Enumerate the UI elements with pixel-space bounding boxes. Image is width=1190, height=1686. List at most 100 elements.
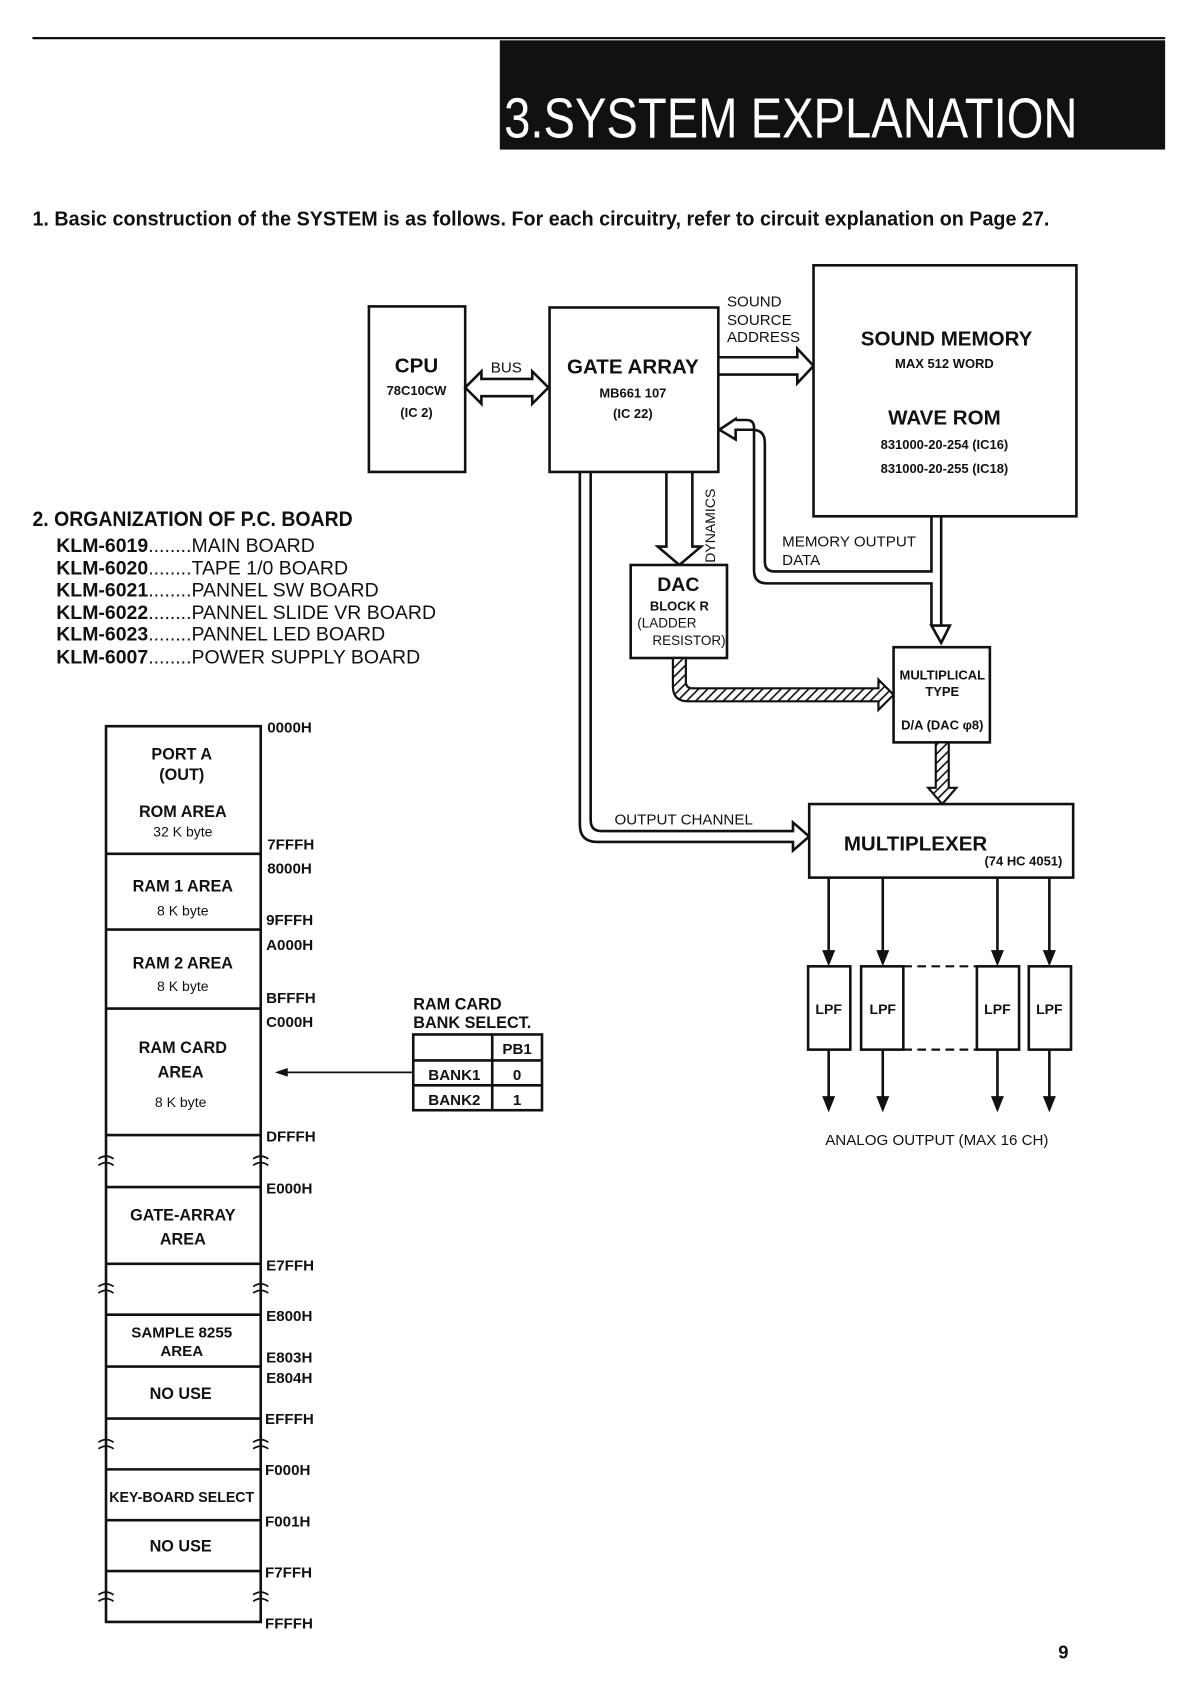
bank-value: 0 — [513, 1067, 521, 1084]
port-a-label: PORT A — [151, 746, 212, 764]
port-out-label: (OUT) — [159, 766, 204, 784]
multiplical-line2: TYPE — [925, 684, 959, 699]
section-1-text: 1. Basic construction of the SYSTEM is a… — [32, 207, 1049, 230]
bank-select-title-1: RAM CARD — [413, 996, 502, 1014]
bank-select-header: PB1 — [502, 1041, 531, 1058]
gate-array-area-label-1: GATE-ARRAY — [130, 1207, 236, 1225]
sound-memory-title: SOUND MEMORY — [861, 327, 1033, 350]
address-label: 0000H — [267, 720, 312, 737]
address-arrow — [718, 345, 816, 387]
gate-array-part: MB661 107 — [599, 385, 666, 400]
gate-array-area-label-2: AREA — [160, 1230, 206, 1248]
memory-output-pipe — [716, 416, 952, 646]
multiplical-line1: MULTIPLICAL — [900, 668, 986, 683]
cpu-part: 78C10CW — [387, 383, 448, 398]
sample-area-label-2: AREA — [160, 1343, 203, 1360]
wave-rom-2: 831000-20-255 (IC18) — [881, 461, 1009, 476]
address-label: FFFFH — [265, 1615, 313, 1632]
dac-block: DAC BLOCK R (LADDER RESISTOR) — [629, 563, 729, 660]
bank-select-arrowhead — [274, 1068, 288, 1077]
bank-name: BANK1 — [428, 1067, 480, 1084]
board-name: ........PANNEL SW BOARD — [148, 579, 378, 601]
lpf-2 — [859, 965, 905, 1051]
gate-array-block: GATE ARRAY MB661 107 (IC 22) — [548, 306, 720, 474]
svg-text:KLM-6021........PANNEL SW BOAR: KLM-6021........PANNEL SW BOARD — [56, 579, 378, 601]
dac-output-arrow — [671, 656, 896, 713]
ram1-size: 8 K byte — [157, 902, 209, 918]
board-code: KLM-6022 — [56, 602, 148, 624]
multiplical-block: MULTIPLICAL TYPE D/A (DAC φ8) — [892, 645, 992, 744]
dynamics-arrow — [654, 471, 705, 567]
wave-rom-1: 831000-20-254 (IC16) — [881, 437, 1009, 452]
svg-text:KLM-6023........PANNEL LED BOA: KLM-6023........PANNEL LED BOARD — [56, 624, 385, 646]
ram2-size: 8 K byte — [157, 978, 209, 994]
multiplical-line3: D/A (DAC φ8) — [901, 717, 983, 732]
sound-memory-block: SOUND MEMORY MAX 512 WORD WAVE ROM 83100… — [812, 264, 1078, 518]
section-2-heading: 2. ORGANIZATION OF P.C. BOARD — [32, 506, 352, 531]
page-number: 9 — [1058, 1642, 1068, 1663]
board-code: KLM-6020 — [56, 558, 148, 580]
address-label: 8000H — [267, 860, 312, 877]
address-label: C000H — [266, 1014, 313, 1031]
bank-value: 1 — [513, 1092, 521, 1109]
break-marks — [97, 1155, 269, 1603]
address-label: E800H — [266, 1308, 312, 1325]
board-code: KLM-6021 — [56, 579, 148, 601]
sound-source-address-line1: SOUND — [727, 293, 782, 310]
board-name: ........MAIN BOARD — [148, 535, 315, 557]
ram1-area-label: RAM 1 AREA — [133, 878, 234, 896]
board-code: KLM-6007 — [56, 646, 148, 668]
dac-line1: BLOCK R — [650, 598, 710, 613]
no-use-label-2: NO USE — [150, 1538, 212, 1556]
lpf-group: LPF LPF LPF LPF — [806, 877, 1073, 1113]
ram2-area-label: RAM 2 AREA — [133, 954, 234, 972]
lpf-1 — [806, 965, 852, 1051]
board-name: ........POWER SUPPLY BOARD — [148, 646, 420, 668]
sound-source-address-line2: SOURCE — [727, 312, 792, 329]
svg-text:KLM-6007........POWER SUPPLY B: KLM-6007........POWER SUPPLY BOARD — [56, 646, 420, 668]
board-name: ........PANNEL SLIDE VR BOARD — [148, 602, 436, 624]
address-label: 7FFFH — [267, 836, 314, 853]
board-list: KLM-6019........MAIN BOARD KLM-6020.....… — [56, 535, 436, 668]
board-name: ........TAPE 1/0 BOARD — [148, 558, 348, 580]
address-label: EFFFH — [265, 1411, 314, 1428]
dac-title: DAC — [657, 574, 699, 596]
address-label: F000H — [265, 1462, 310, 1479]
sample-area-label-1: SAMPLE 8255 — [131, 1324, 232, 1341]
cpu-block: CPU 78C10CW (IC 2) — [367, 305, 467, 474]
wave-rom-title: WAVE ROM — [888, 406, 1001, 429]
memory-output-label-1: MEMORY OUTPUT — [782, 534, 916, 551]
svg-text:KLM-6020........TAPE 1/0 BOARD: KLM-6020........TAPE 1/0 BOARD — [56, 558, 348, 580]
address-label: A000H — [266, 937, 313, 954]
address-label: E000H — [266, 1181, 312, 1198]
address-label: BFFFH — [266, 990, 316, 1007]
rom-area-label: ROM AREA — [139, 803, 227, 821]
lpf-3-label: LPF — [984, 1001, 1011, 1017]
gate-array-ic: (IC 22) — [613, 406, 653, 421]
sound-source-address-line3: ADDRESS — [727, 329, 800, 346]
rom-size: 32 K byte — [153, 824, 213, 840]
lpf-1-label: LPF — [815, 1001, 842, 1017]
multiplexer-part: (74 HC 4051) — [984, 854, 1062, 869]
address-label: DFFFH — [266, 1129, 316, 1146]
bank-select-title-2: BANK SELECT. — [413, 1014, 531, 1032]
address-label: 9FFFH — [266, 912, 313, 929]
address-label: E804H — [266, 1370, 312, 1387]
cpu-title: CPU — [395, 354, 438, 377]
lpf-4 — [1027, 965, 1073, 1051]
address-label: E7FFH — [266, 1257, 314, 1274]
bank-select-table: RAM CARD BANK SELECT. PB1 BANK1 0 BANK2 … — [411, 996, 544, 1112]
sound-memory-size: MAX 512 WORD — [895, 356, 994, 371]
svg-text:KLM-6019........MAIN BOARD: KLM-6019........MAIN BOARD — [56, 535, 315, 557]
dac-line3: RESISTOR) — [652, 633, 725, 648]
dac-line2: (LADDER — [637, 616, 697, 631]
memory-map: PORT A (OUT) ROM AREA 32 K byte RAM 1 AR… — [97, 720, 316, 1632]
output-channel-label: OUTPUT CHANNEL — [614, 812, 752, 829]
gate-array-title: GATE ARRAY — [567, 355, 699, 378]
multiplexer-block: MULTIPLEXER (74 HC 4051) — [807, 802, 1075, 879]
ram-card-size: 8 K byte — [155, 1094, 207, 1110]
board-code: KLM-6019 — [56, 535, 148, 557]
page-title: 3.SYSTEM EXPLANATION — [504, 87, 1077, 150]
lpf-3 — [975, 965, 1021, 1051]
